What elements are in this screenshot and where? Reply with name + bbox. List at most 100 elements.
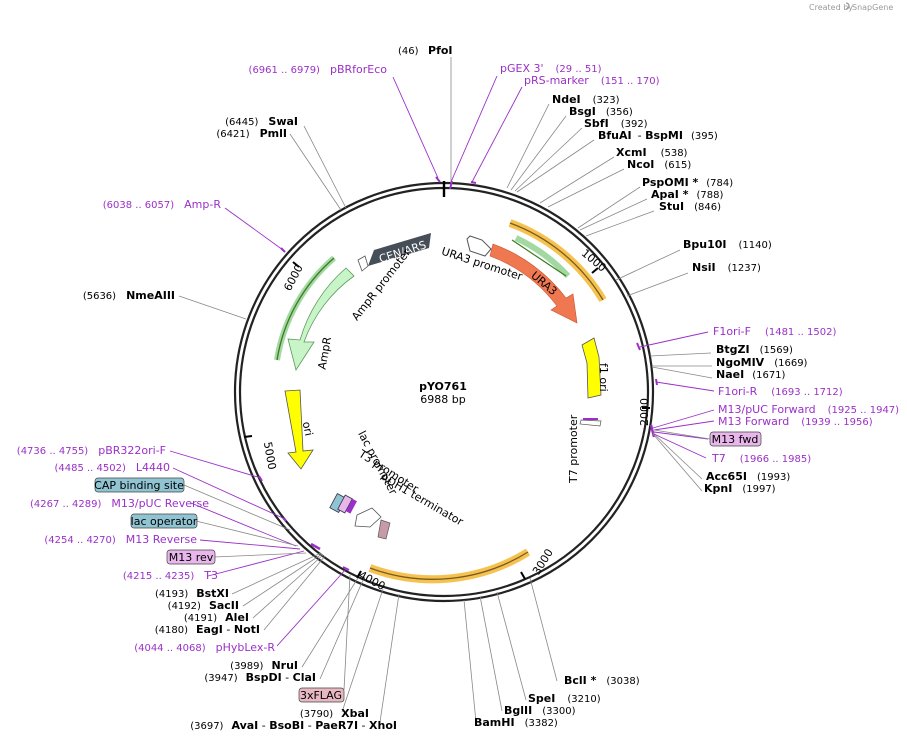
site-eagi-noti[interactable]: (4180)EagI - NotI [155, 623, 260, 636]
ampr-label: AmpR [316, 336, 335, 371]
t7-promoter-feature[interactable] [579, 419, 602, 427]
site-connectors-left [178, 125, 400, 723]
box-cap-binding-site[interactable]: CAP binding site [94, 477, 185, 493]
box-lac-operator-bg [130, 513, 198, 529]
site-btgzi[interactable]: BtgZI(1569) [716, 343, 793, 356]
box-m13-fwd[interactable]: M13 fwd [709, 431, 762, 447]
primer-f1ori-r[interactable]: F1ori-R(1693 .. 1712) [718, 385, 843, 398]
primer-connectors [169, 75, 715, 647]
orf-green-ampr-line [276, 257, 335, 361]
primer-mark-m13-reverse [310, 542, 321, 551]
box-cap-binding-site-bg [94, 477, 185, 493]
tick-5000 [243, 435, 253, 438]
site-nrui[interactable]: (3989)NruI [230, 659, 298, 672]
site-bamhi[interactable]: BamHI(3382) [474, 716, 558, 729]
site-bglii[interactable]: BglII(3300) [504, 704, 576, 717]
tick-label-5000: 5000 [261, 441, 279, 471]
ura3-promoter-feature[interactable] [466, 235, 492, 257]
site-bsgi[interactable]: BsgI(356) [569, 105, 633, 118]
cen-ars-feature[interactable] [368, 233, 431, 266]
primer-m13-puc-forward[interactable]: M13/pUC Forward(1925 .. 1947) [718, 403, 899, 416]
primer-f1ori-f[interactable]: F1ori-F(1481 .. 1502) [713, 325, 836, 338]
box-m13-rev[interactable]: M13 rev [166, 549, 216, 565]
plasmid-size: 6988 bp [420, 393, 465, 406]
primer-t3[interactable]: (4215 .. 4235)T3 [123, 569, 218, 582]
site-nmeaiii[interactable]: (5636)NmeAIII [83, 289, 175, 302]
site-bcli[interactable]: BclI *(3038) [564, 674, 640, 687]
orf-green-ura3 [514, 235, 571, 279]
orf-arc-ura3-line [509, 222, 604, 301]
site-ngomiv[interactable]: NgoMIV(1669) [716, 356, 808, 369]
site-xbai[interactable]: (3790)XbaI [300, 707, 369, 720]
primer-m13-forward[interactable]: M13 Forward(1939 .. 1956) [718, 415, 873, 428]
site-pspomi[interactable]: PspOMI *(784) [642, 176, 733, 189]
site-bpu10i[interactable]: Bpu10I(1140) [683, 238, 772, 251]
tick-4000 [356, 570, 362, 579]
box-m13-fwd-label: M13 fwd [712, 433, 759, 446]
primer-mark-phyblex-r [342, 566, 350, 571]
site-bfuai-bspmi[interactable]: BfuAI- BspMI(395) [598, 129, 718, 142]
primer-pbrforeco[interactable]: (6961 .. 6979)pBRforEco [249, 63, 388, 76]
snapgene-logo: SnapGene [845, 2, 893, 12]
box-cap-binding-site-label: CAP binding site [94, 479, 184, 492]
box-m13-rev-label: M13 rev [169, 551, 214, 564]
primer-amp-r[interactable]: (6038 .. 6057)Amp-R [103, 198, 222, 211]
tick-1000 [591, 267, 599, 274]
orf-arc-bottom-line [369, 551, 529, 580]
box-3xflag[interactable]: 3xFLAG [298, 687, 345, 703]
primer-m13-puc-reverse[interactable]: (4267 .. 4289)M13/pUC Reverse [30, 497, 209, 510]
tick-6000 [292, 261, 300, 268]
tick-label-3000: 3000 [530, 547, 556, 578]
site-pfoi[interactable]: (46) PfoI [398, 44, 453, 57]
primer-pgex3[interactable]: pGEX 3'(29 .. 51) [500, 62, 602, 75]
ori-feature[interactable] [284, 389, 314, 470]
primer-phyblex-r[interactable]: (4044 .. 4068)pHybLex-R [134, 641, 275, 654]
box-3xflag-label: 3xFLAG [300, 689, 342, 702]
primer-m13-reverse[interactable]: (4254 .. 4270)M13 Reverse [44, 533, 197, 546]
site-ncoi[interactable]: NcoI(615) [627, 158, 691, 171]
site-apai[interactable]: ApaI *(788) [651, 188, 723, 201]
ura3-feature[interactable] [489, 243, 578, 324]
f1-ori-label: f1 ori [597, 363, 610, 392]
site-bspdi-clai[interactable]: (3947)BspDI - ClaI [204, 671, 316, 684]
box-m13-rev-bg [166, 549, 216, 565]
adh1-terminator-label: ADH1 terminator [378, 470, 466, 528]
box-lac-operator-label: lac operator [131, 515, 198, 528]
t7-promoter-label: T7 promoter [567, 414, 580, 484]
primer-l4440[interactable]: (4485 .. 4502)L4440 [54, 461, 170, 474]
site-nsii[interactable]: NsiI(1237) [692, 261, 761, 274]
site-alei[interactable]: (4191)AleI [184, 611, 249, 624]
primer-mark-f1ori-f [636, 342, 641, 351]
adh1-terminator-arrow[interactable] [354, 507, 382, 528]
site-stui[interactable]: StuI(846) [659, 200, 721, 213]
site-avai-xhoi[interactable]: (3697)AvaI - BsoBI - PaeR7I - XhoI [190, 719, 397, 732]
site-ndei[interactable]: NdeI(323) [552, 93, 620, 106]
adh1-terminator-feature[interactable] [377, 519, 391, 540]
site-connectors-right [450, 57, 713, 723]
tick-label-2000: 2000 [638, 398, 651, 426]
site-swai[interactable]: (6445)SwaI [225, 115, 298, 128]
site-spei[interactable]: SpeI(3210) [528, 692, 601, 705]
primer-mark-pgex3 [449, 180, 453, 190]
site-acc65i[interactable]: Acc65I(1993) [706, 470, 790, 483]
box-m13-fwd-bg [709, 431, 762, 447]
f1-ori-feature[interactable] [581, 337, 602, 399]
site-sacii[interactable]: (4192)SacII [168, 599, 239, 612]
t3-promoter-feature[interactable] [345, 498, 357, 514]
ampr-feature[interactable] [287, 267, 355, 371]
primer-pbr322ori-f[interactable]: (4736 .. 4755)pBR322ori-F [17, 444, 166, 457]
m13-rev-feature[interactable] [337, 494, 353, 514]
box-lac-operator[interactable]: lac operator [130, 513, 198, 529]
site-kpni[interactable]: KpnI(1997) [704, 482, 776, 495]
site-xcmi[interactable]: XcmI(538) [616, 146, 688, 159]
ampr-promoter-feature[interactable] [357, 255, 369, 272]
site-naei[interactable]: NaeI(1671) [716, 368, 786, 381]
primer-t7[interactable]: T7(1966 .. 1985) [711, 452, 811, 465]
primer-prs-marker[interactable]: pRS-marker(151 .. 170) [524, 74, 660, 87]
site-bstxi[interactable]: (4193)BstXI [155, 587, 229, 600]
feature-box-connectors [183, 429, 711, 558]
site-sbfi[interactable]: SbfI(392) [584, 117, 648, 130]
site-pmli[interactable]: (6421)PmlI [216, 127, 287, 140]
tick-3000 [520, 571, 526, 580]
plasmid-name: pYO761 [419, 380, 467, 393]
